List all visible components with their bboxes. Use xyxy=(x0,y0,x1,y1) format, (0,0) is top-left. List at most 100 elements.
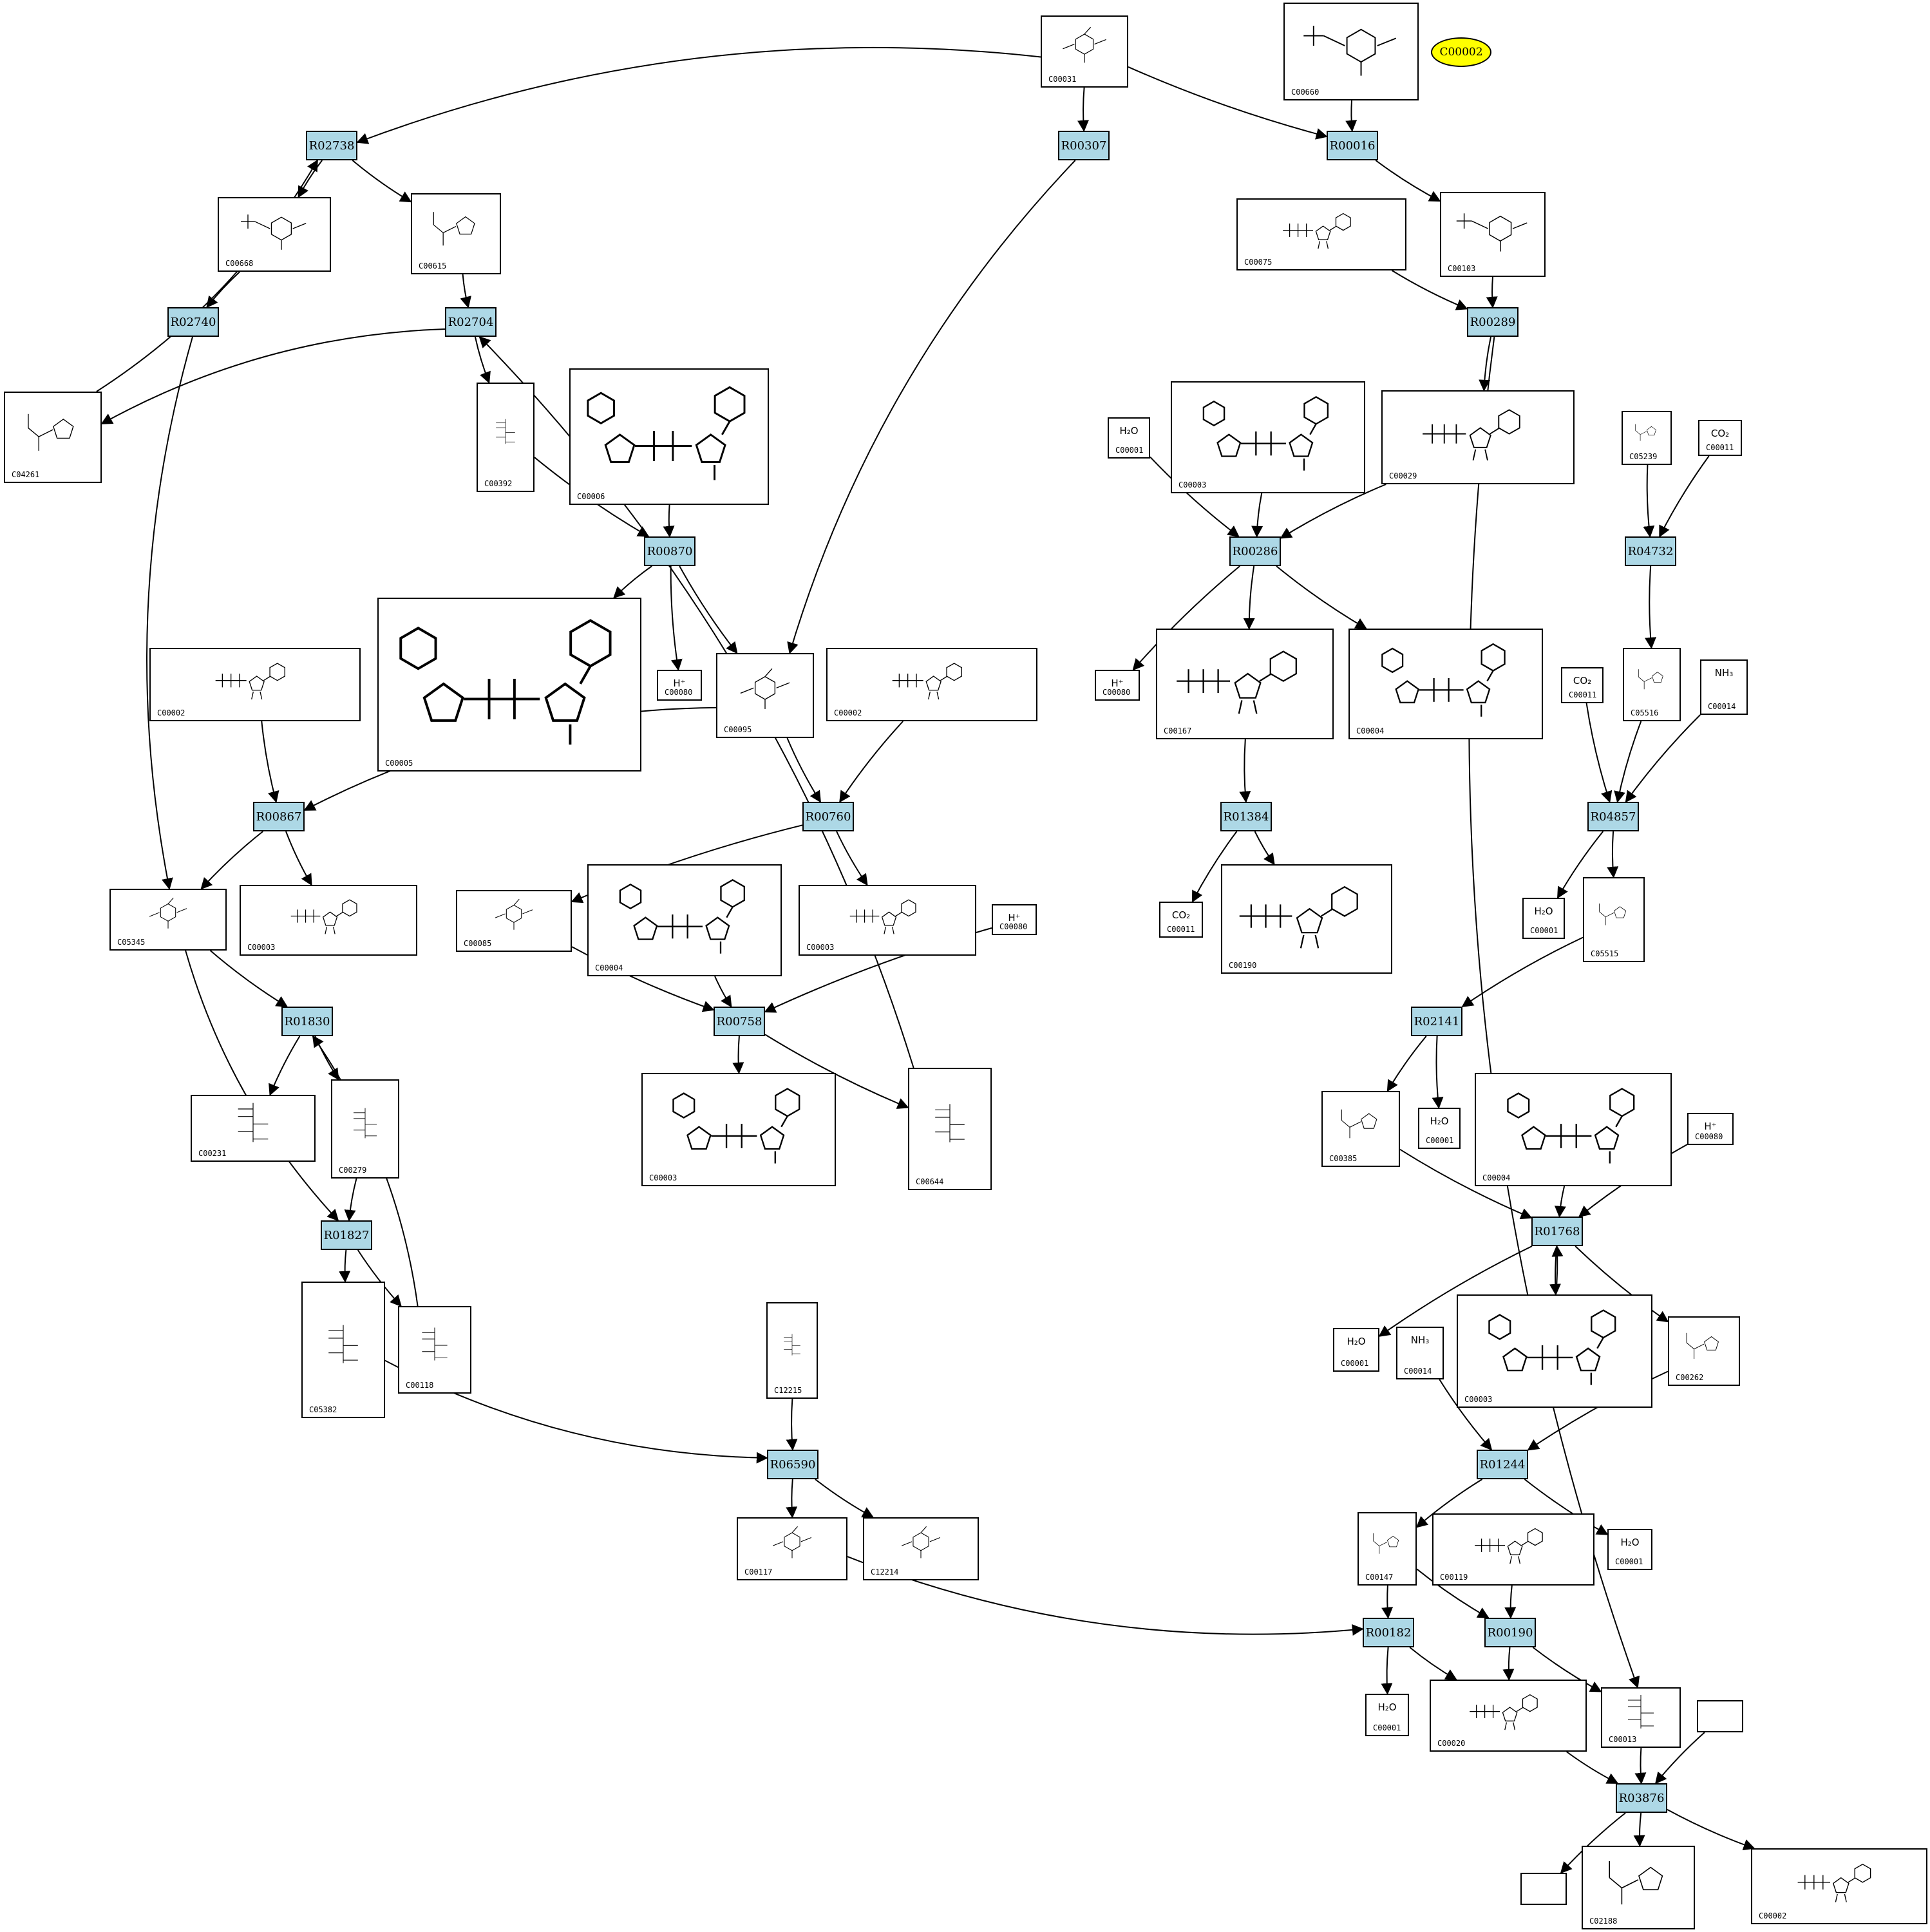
compound-box-c00003[interactable]: C00003 xyxy=(1171,381,1365,493)
reaction-node-r01384[interactable]: R01384 xyxy=(1220,802,1272,831)
compound-box-c02188[interactable]: C02188 xyxy=(1582,1846,1695,1929)
compound-id: C00006 xyxy=(577,492,605,501)
reaction-node-r00758[interactable]: R00758 xyxy=(714,1007,765,1036)
structure-drawing xyxy=(913,1073,987,1173)
compound-box-c00013[interactable]: C00013 xyxy=(1601,1687,1681,1748)
edge-c00385-to-r01768 xyxy=(1399,1148,1533,1220)
compound-box-c00392[interactable]: C00392 xyxy=(477,383,535,492)
compound-box-c00002[interactable]: C00002 xyxy=(149,648,361,721)
compound-box-c00118[interactable]: C00118 xyxy=(398,1306,471,1394)
reaction-node-r00867[interactable]: R00867 xyxy=(253,802,305,831)
compound-box-c00004[interactable]: C00004 xyxy=(587,864,782,976)
compound-box-c00003[interactable]: C00003 xyxy=(240,885,417,956)
edge-c04261-to-r02738 xyxy=(96,159,318,392)
reaction-node-r00190[interactable]: R00190 xyxy=(1484,1618,1536,1647)
empty-compound-box[interactable] xyxy=(1697,1700,1743,1732)
compound-box-c00004[interactable]: C00004 xyxy=(1475,1073,1672,1186)
reaction-node-r04732[interactable]: R04732 xyxy=(1625,536,1676,566)
reaction-node-r02141[interactable]: R02141 xyxy=(1411,1007,1462,1036)
compound-box-c05516[interactable]: C05516 xyxy=(1623,648,1681,721)
reaction-node-r02740[interactable]: R02740 xyxy=(167,307,219,337)
compound-box-c00080[interactable]: H⁺C00080 xyxy=(1095,670,1140,701)
compound-box-c00080[interactable]: H⁺C00080 xyxy=(657,670,702,701)
compound-box-c00095[interactable]: C00095 xyxy=(716,653,814,738)
query-compound-node[interactable]: C00002 xyxy=(1431,37,1491,67)
reaction-node-r01827[interactable]: R01827 xyxy=(321,1220,372,1250)
reaction-node-r06590[interactable]: R06590 xyxy=(767,1450,818,1479)
compound-box-c00231[interactable]: C00231 xyxy=(191,1095,316,1162)
compound-box-c00080[interactable]: H⁺C00080 xyxy=(1687,1113,1734,1145)
reaction-node-r01768[interactable]: R01768 xyxy=(1531,1217,1583,1246)
compound-box-c00003[interactable]: C00003 xyxy=(1457,1294,1652,1408)
edge-r03876-to-empty2 xyxy=(1560,1812,1626,1874)
reaction-node-r00760[interactable]: R00760 xyxy=(802,802,854,831)
edge-r00870-to-c00005 xyxy=(613,565,652,599)
compound-box-c04261[interactable]: C04261 xyxy=(4,392,102,483)
reaction-node-r00182[interactable]: R00182 xyxy=(1363,1618,1414,1647)
compound-box-c00279[interactable]: C00279 xyxy=(331,1079,399,1179)
edge-c00004b-to-r00758 xyxy=(714,976,732,1008)
formula-label: H⁺ xyxy=(1111,677,1124,689)
compound-box-c00668[interactable]: C00668 xyxy=(218,197,331,272)
compound-box-c00147[interactable]: C00147 xyxy=(1358,1512,1417,1586)
compound-box-c00075[interactable]: C00075 xyxy=(1236,198,1406,270)
compound-box-c05382[interactable]: C05382 xyxy=(301,1282,385,1418)
reaction-node-r01830[interactable]: R01830 xyxy=(281,1007,333,1036)
compound-box-c00660[interactable]: C00660 xyxy=(1283,3,1419,100)
compound-box-c00005[interactable]: C00005 xyxy=(377,598,641,772)
reaction-node-r00307[interactable]: R00307 xyxy=(1058,131,1110,160)
edge-c00103-to-r00289 xyxy=(1486,276,1498,308)
compound-box-c05515[interactable]: C05515 xyxy=(1583,877,1645,962)
compound-box-c00615[interactable]: C00615 xyxy=(411,193,501,274)
compound-box-c00003[interactable]: C00003 xyxy=(799,885,976,956)
reaction-node-r00289[interactable]: R00289 xyxy=(1467,307,1518,337)
reaction-node-r04857[interactable]: R04857 xyxy=(1587,802,1639,831)
compound-box-c00002[interactable]: C00002 xyxy=(826,648,1037,721)
compound-box-c00103[interactable]: C00103 xyxy=(1440,192,1546,277)
compound-box-c00117[interactable]: C00117 xyxy=(737,1517,847,1580)
compound-box-c00119[interactable]: C00119 xyxy=(1432,1513,1594,1586)
compound-id: C00001 xyxy=(1373,1723,1401,1732)
compound-box-c12215[interactable]: C12215 xyxy=(766,1302,818,1399)
reaction-node-r00870[interactable]: R00870 xyxy=(644,536,695,566)
compound-id: C00080 xyxy=(999,922,1028,931)
compound-id: C05239 xyxy=(1629,452,1658,461)
edge-c00013-to-r03876 xyxy=(1634,1747,1647,1785)
compound-box-c00262[interactable]: C00262 xyxy=(1668,1316,1740,1386)
compound-box-c00004[interactable]: C00004 xyxy=(1348,629,1543,739)
compound-box-c00080[interactable]: H⁺C00080 xyxy=(992,904,1037,935)
empty-compound-box[interactable] xyxy=(1520,1873,1567,1905)
reaction-node-r01244[interactable]: R01244 xyxy=(1477,1450,1528,1479)
compound-box-c12214[interactable]: C12214 xyxy=(863,1517,979,1580)
compound-box-c05239[interactable]: C05239 xyxy=(1622,411,1672,465)
compound-box-c00167[interactable]: C00167 xyxy=(1156,629,1334,739)
compound-box-c00190[interactable]: C00190 xyxy=(1221,864,1392,974)
compound-box-c00006[interactable]: C00006 xyxy=(569,368,769,505)
compound-box-c05345[interactable]: C05345 xyxy=(109,889,227,951)
reaction-node-r02704[interactable]: R02704 xyxy=(445,307,497,337)
compound-box-c00029[interactable]: C00029 xyxy=(1381,390,1575,484)
reaction-node-r00016[interactable]: R00016 xyxy=(1327,131,1378,160)
reaction-node-r00286[interactable]: R00286 xyxy=(1229,536,1281,566)
compound-box-c00031[interactable]: C00031 xyxy=(1041,15,1128,88)
reaction-node-r03876[interactable]: R03876 xyxy=(1616,1783,1667,1813)
compound-box-c00003[interactable]: C00003 xyxy=(641,1073,836,1186)
compound-box-c00020[interactable]: C00020 xyxy=(1430,1680,1587,1752)
compound-box-c00085[interactable]: C00085 xyxy=(456,890,572,952)
compound-box-c00002[interactable]: C00002 xyxy=(1751,1848,1927,1924)
compound-box-c00644[interactable]: C00644 xyxy=(908,1068,992,1190)
compound-box-c00385[interactable]: C00385 xyxy=(1321,1091,1400,1167)
reaction-node-r02738[interactable]: R02738 xyxy=(306,131,357,160)
edge-r00190-to-c00020 xyxy=(1502,1647,1515,1681)
